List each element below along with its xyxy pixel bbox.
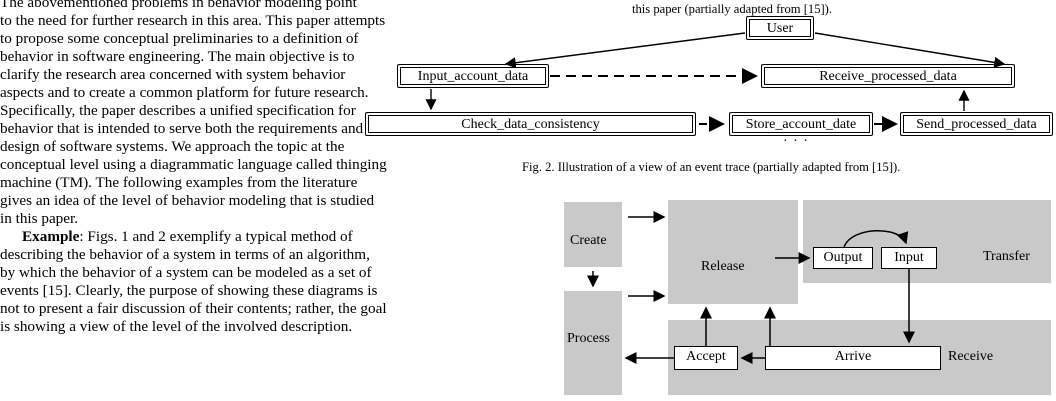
example-text: : Figs. 1 and 2 exemplify a typical meth… — [79, 228, 353, 245]
text-line: in this paper. — [0, 210, 79, 227]
text-line: Specifically, the paper describes a unif… — [0, 102, 356, 119]
receive-label: Receive — [948, 349, 994, 364]
event-store-account-date: Store_account_date — [729, 112, 873, 136]
text-line: to the need for further research in this… — [0, 12, 386, 29]
create-region — [564, 202, 622, 267]
create-label: Create — [570, 233, 607, 248]
text-line: to propose some conceptual preliminaries… — [0, 30, 359, 47]
text-line: events [15]. Clearly, the purpose of sho… — [0, 282, 378, 299]
event-check-data-consistency: Check_data_consistency — [365, 112, 696, 136]
output-box: Output — [813, 247, 873, 269]
fig2-caption: Fig. 2. Illustration of a view of an eve… — [522, 160, 901, 174]
accept-box: Accept — [674, 346, 738, 370]
arrive-box: Arrive — [765, 346, 941, 370]
text-line: describing the behavior of a system in t… — [0, 246, 370, 263]
arrow — [504, 32, 746, 69]
transfer-label: Transfer — [983, 249, 1030, 264]
text-line: not to present a fair discussion of thei… — [0, 300, 387, 317]
text-line: is showing a view of the level of the in… — [0, 318, 353, 335]
text-line: machine (TM). The following examples fro… — [0, 174, 358, 191]
text-line: behavior that is intended to serve both … — [0, 120, 364, 137]
transfer-region — [803, 200, 1051, 283]
example-line: Example: Figs. 1 and 2 exemplify a typic… — [22, 228, 353, 246]
text-line: clarify the research area concerned with… — [0, 66, 346, 83]
arrow — [814, 32, 1006, 68]
input-box: Input — [881, 247, 937, 269]
text-line: aspects and to create a common platform … — [0, 84, 369, 101]
event-send-processed-data: Send_processed_data — [900, 112, 1053, 136]
event-receive-processed-data: Receive_processed_data — [761, 64, 1015, 88]
arrow — [843, 230, 909, 248]
fig1-caption: this paper (partially adapted from [15])… — [632, 2, 833, 16]
text-line: The abovementioned problems in behavior … — [0, 0, 357, 11]
event-input-account-data: Input_account_data — [397, 64, 549, 88]
example-label: Example — [22, 228, 80, 245]
text-line: by which the behavior of a system can be… — [0, 264, 372, 281]
ellipsis: · · · — [783, 134, 809, 149]
process-label: Process — [567, 331, 610, 346]
text-line: conceptual level using a diagrammatic la… — [0, 156, 387, 173]
text-line: gives an idea of the level of behavior m… — [0, 192, 375, 209]
event-user: User — [746, 16, 814, 40]
release-label: Release — [701, 259, 745, 274]
process-region — [564, 291, 622, 395]
text-line: design of software systems. We approach … — [0, 138, 345, 155]
text-line: behavior in software engineering. The ma… — [0, 48, 355, 65]
release-region — [668, 200, 798, 304]
